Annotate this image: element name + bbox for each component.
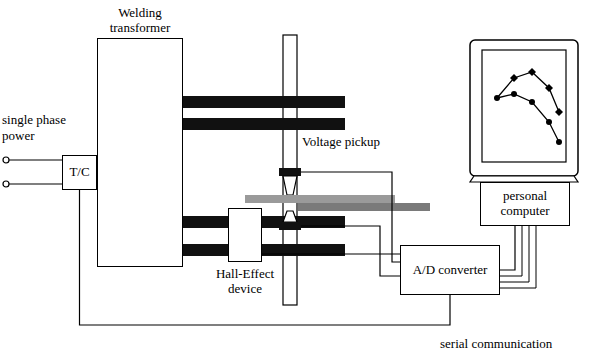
node-text: Welding transformer [90, 6, 190, 36]
power-label: single phase power [2, 112, 76, 143]
upper-arm [183, 96, 345, 108]
converter-box: A/D converter [400, 245, 500, 295]
chart-line [497, 94, 559, 142]
node-text: personal computer [490, 189, 560, 219]
data-cable [500, 226, 536, 288]
chart-markers [494, 68, 563, 145]
sensor-box: Hall-Effect device [228, 208, 262, 262]
electrode-tip [283, 176, 297, 195]
wire-connector [262, 253, 400, 254]
voltage-wire [301, 226, 400, 276]
edge-label: serial communication [440, 336, 570, 352]
node-text: T/C [69, 165, 89, 180]
power-wire [9, 159, 62, 160]
data-cable [500, 226, 529, 282]
metal-sheet [245, 195, 395, 203]
node-text: A/D converter [413, 263, 488, 278]
data-cable [500, 226, 522, 276]
screen [482, 50, 566, 162]
pickup-label: Voltage pickup [302, 134, 402, 150]
controller-box: T/C [62, 155, 97, 190]
terminal [3, 157, 9, 163]
electrode-cap [279, 168, 301, 176]
computer-box: personal computer [480, 182, 570, 226]
electrode-cap [279, 222, 301, 230]
monitor [470, 40, 578, 176]
transformer-box: Welding transformer [97, 38, 183, 267]
chart-line [497, 72, 559, 112]
power-wire [9, 183, 62, 184]
wire-connector [500, 226, 515, 270]
electrode-tip [283, 211, 297, 222]
node-text: Hall-Effect device [205, 267, 285, 297]
upper-arm [183, 118, 345, 130]
terminal [3, 181, 9, 187]
voltage-wire [301, 172, 400, 262]
metal-sheet [298, 203, 430, 211]
